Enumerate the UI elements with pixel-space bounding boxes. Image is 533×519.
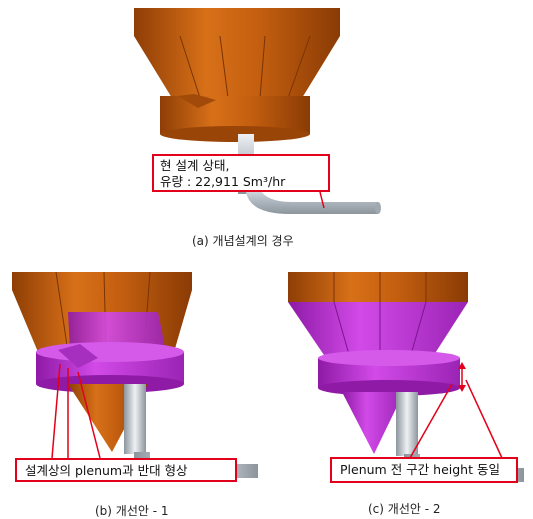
caption-c: (c) 개선안 - 2	[368, 502, 441, 516]
callout-current-line2: 유량 : 22,911 Sm³/hr	[160, 174, 286, 189]
panel-a-render	[120, 8, 392, 226]
callout-current-line1: 현 설계 상태,	[160, 158, 230, 173]
panel-c-render	[288, 272, 533, 490]
hopper-render-b	[12, 272, 258, 478]
callout-inverted-plenum: 설계상의 plenum과 반대 형상	[15, 458, 237, 482]
hopper-render-a	[134, 8, 381, 214]
callout-current-design: 현 설계 상태, 유량 : 22,911 Sm³/hr	[152, 154, 330, 192]
panel-b-render	[8, 272, 270, 490]
caption-a: (a) 개념설계의 경우	[192, 234, 294, 248]
hopper-render-c	[288, 272, 524, 482]
callout-uniform-height: Plenum 전 구간 height 동일	[330, 457, 518, 483]
caption-b: (b) 개선안 - 1	[95, 504, 169, 518]
